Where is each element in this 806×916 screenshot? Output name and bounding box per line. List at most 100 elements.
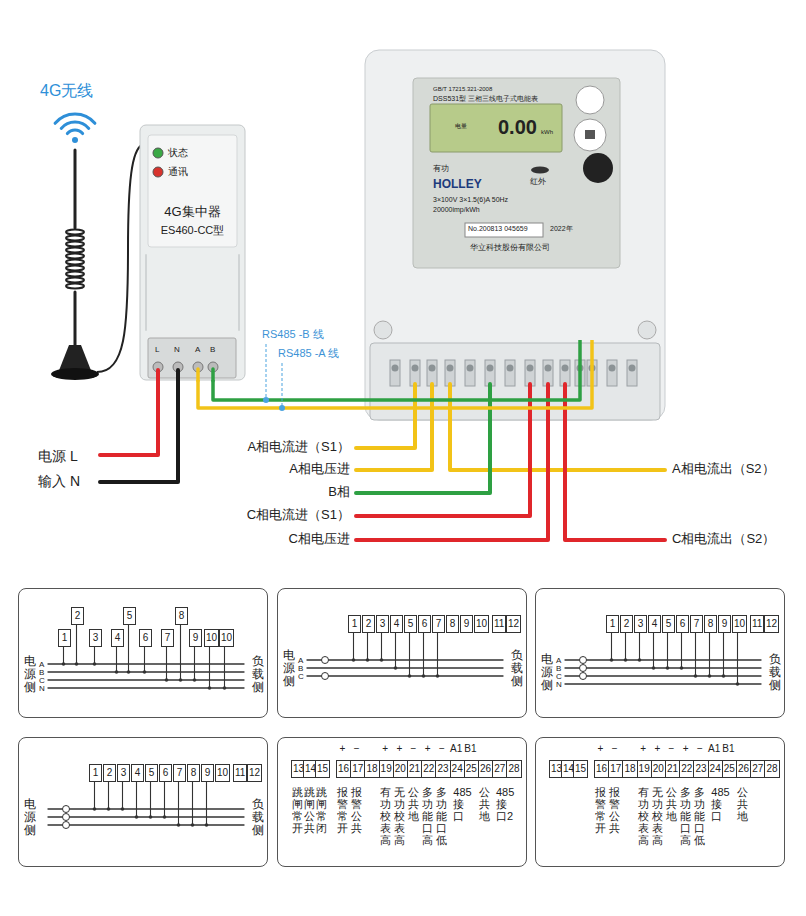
energy-meter: GB/T 17215.321-2008DSS531型 三相三线电子式电能表电量0… — [365, 50, 665, 340]
screw — [429, 365, 436, 372]
terminal-box: 6 — [418, 615, 431, 633]
led — [153, 148, 163, 158]
meter-panel — [413, 78, 620, 268]
antenna-base — [51, 368, 99, 380]
wire — [48, 816, 244, 817]
wifi-dot — [72, 137, 78, 143]
wire — [209, 646, 210, 688]
wire — [356, 384, 530, 516]
terminal-box: 8 — [446, 615, 459, 633]
terminal-number: 18 — [624, 763, 635, 774]
terminal-box: 10 — [474, 615, 489, 633]
node-text: 状态 — [168, 147, 188, 159]
node-text: GB/T 17215.321-2008 — [433, 86, 492, 93]
vertical-label: 多功能口低 — [436, 786, 447, 846]
wire — [145, 255, 147, 330]
screw — [392, 365, 399, 372]
junction-dot — [75, 662, 79, 666]
terminal-box: 16 — [594, 760, 609, 778]
node-text: − — [694, 743, 706, 755]
junction-dot — [143, 670, 147, 674]
wire — [128, 624, 129, 672]
terminal-box: 6 — [159, 764, 172, 782]
vertical-label: 电源侧 — [24, 655, 36, 695]
terminal-number: 11 — [752, 618, 762, 629]
terminal-box: 25 — [464, 760, 479, 778]
ct-symbol — [580, 657, 587, 664]
terminal-number: 6 — [163, 767, 169, 778]
terminal-box: 4 — [390, 615, 403, 633]
node-text: 电量 — [455, 123, 467, 130]
node-text: − — [666, 743, 678, 755]
junction-dot — [177, 823, 181, 827]
terminal-number: 20 — [653, 763, 664, 774]
node-text: + — [379, 743, 391, 755]
terminal-number: 20 — [395, 763, 406, 774]
terminal-number: 9 — [205, 767, 211, 778]
terminal-box: 1 — [606, 615, 619, 633]
terminal-number: 9 — [193, 632, 199, 643]
terminal-box: 20 — [393, 760, 408, 778]
wire — [565, 667, 761, 668]
terminal-number: 10 — [221, 632, 232, 643]
node-text: N — [39, 684, 45, 694]
vertical-label: 多功能口高 — [422, 786, 433, 846]
node-text: 华立科技股份有限公司 — [470, 243, 550, 252]
junction-dot — [666, 666, 670, 670]
terminal-number: 7 — [436, 618, 442, 629]
ir-port — [531, 167, 549, 174]
terminal-box: 9 — [189, 629, 202, 647]
terminal-box: 27 — [750, 760, 765, 778]
junction-dot — [366, 658, 370, 662]
terminal-number: 12 — [766, 618, 777, 629]
screw — [412, 365, 419, 372]
ct-symbol — [322, 673, 329, 680]
wire — [63, 646, 64, 664]
wire — [653, 632, 654, 668]
vertical-label: 负载侧 — [769, 653, 781, 693]
junction-dot — [93, 807, 97, 811]
node-text: 有功 — [433, 164, 449, 173]
node-text: N — [556, 680, 562, 690]
node-text: 20000imp/kWh — [433, 206, 480, 214]
terminal-box: 21 — [407, 760, 422, 778]
wiring-panel: 电源侧ABCN负载侧1234567891010 — [18, 588, 268, 718]
terminal-number: 11 — [494, 618, 504, 629]
terminal-slot — [607, 360, 617, 386]
terminal-number: 26 — [480, 763, 491, 774]
antenna-coil — [66, 260, 84, 265]
terminal-number: 9 — [722, 618, 728, 629]
terminal-number: 23 — [695, 763, 706, 774]
terminal-box: 11 — [233, 764, 247, 782]
wire — [307, 659, 503, 660]
terminal-number: 5 — [666, 618, 672, 629]
terminal-number: 16 — [596, 763, 607, 774]
node-text: HOLLEY — [433, 178, 482, 192]
junction-dot — [107, 807, 111, 811]
terminal-number: 3 — [638, 618, 644, 629]
wire — [450, 384, 665, 470]
wire — [136, 781, 137, 817]
wire-label: 输入 N — [38, 473, 80, 489]
wire — [94, 646, 95, 664]
wiring-panel: 电源侧负载侧123456789101112 — [18, 737, 268, 867]
terminal-box: 7 — [161, 629, 174, 647]
terminal-box: 6 — [676, 615, 689, 633]
terminal-box: 22 — [421, 760, 436, 778]
terminal-box: 8 — [175, 607, 188, 625]
antenna-coil — [66, 266, 84, 271]
node-text: N — [174, 345, 180, 354]
junction-dot — [179, 678, 183, 682]
wire — [625, 632, 626, 660]
terminal-number: 10 — [734, 618, 745, 629]
node-text: A1 — [450, 743, 462, 755]
junction-dot — [694, 674, 698, 678]
wire — [723, 632, 724, 676]
vertical-label: 报警公共 — [351, 786, 362, 834]
terminal-number: 21 — [667, 763, 678, 774]
junction-dot — [352, 658, 356, 662]
wire — [356, 384, 432, 470]
terminal-number: 1 — [610, 618, 616, 629]
terminal-number: 2 — [624, 618, 630, 629]
terminal-box: 21 — [665, 760, 680, 778]
